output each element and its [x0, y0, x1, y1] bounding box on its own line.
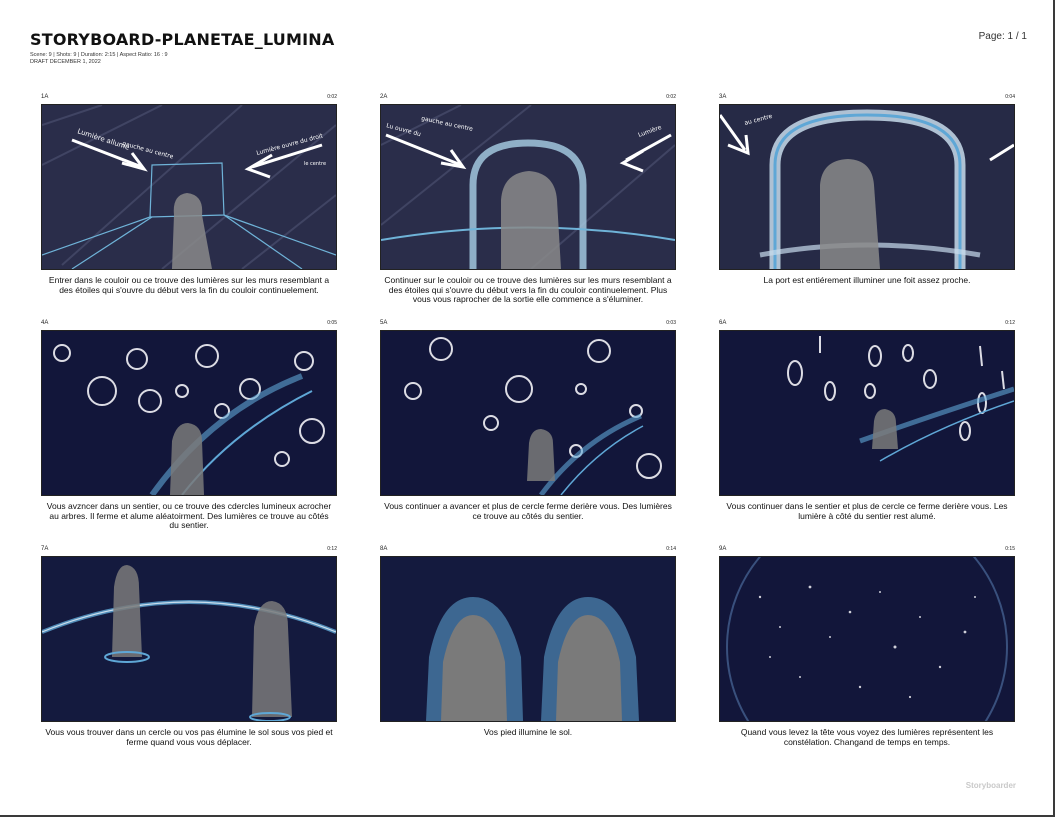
- panel-caption: La port est entiérement illuminer une fo…: [763, 275, 971, 285]
- panel-sketch: [380, 330, 676, 496]
- panel-duration: 0:14: [666, 546, 676, 552]
- panel-caption: Vous vous trouver dans un cercle ou vos …: [45, 727, 333, 747]
- panel-sketch: [719, 556, 1015, 722]
- panel-4a[interactable]: 4A 0:05 Vous avzncer dans un sentier, ou …: [41, 320, 337, 531]
- panel-duration: 0:02: [327, 94, 337, 100]
- panel-sketch: [380, 556, 676, 722]
- panel-sketch: [41, 556, 337, 722]
- panel-number: 5A: [380, 320, 388, 326]
- panel-duration: 0:04: [1005, 94, 1015, 100]
- panel-duration: 0:03: [666, 320, 676, 326]
- panel-number: 4A: [41, 320, 49, 326]
- panel-duration: 0:12: [327, 546, 337, 552]
- panel-duration: 0:15: [1005, 546, 1015, 552]
- panel-number: 3A: [719, 94, 727, 100]
- panel-caption: Vous continuer dans le sentier et plus d…: [726, 501, 1008, 521]
- panel-1a[interactable]: 1A 0:02 Lumière allume gauche au centre L…: [41, 94, 337, 295]
- panel-8a[interactable]: 8A 0:14 Vos pied illumine le sol.: [380, 546, 676, 738]
- meta-line-2: DRAFT DECEMBER 1, 2022: [30, 59, 101, 65]
- panel-sketch: Lu ouvre du gauche au centre Lumière: [380, 104, 676, 270]
- panel-sketch: au centre: [719, 104, 1015, 270]
- panel-duration: 0:12: [1005, 320, 1015, 326]
- panel-caption: Entrer dans le couloir ou ce trouve des …: [48, 275, 330, 295]
- panel-duration: 0:05: [327, 320, 337, 326]
- panel-number: 9A: [719, 546, 727, 552]
- panel-caption: Vous avzncer dans un sentier, ou ce trou…: [46, 501, 332, 530]
- panel-number: 6A: [719, 320, 727, 326]
- panel-caption: Continuer sur le couloir ou ce trouve de…: [384, 275, 672, 304]
- panel-number: 8A: [380, 546, 388, 552]
- panel-number: 2A: [380, 94, 388, 100]
- panel-duration: 0:02: [666, 94, 676, 100]
- panel-5a[interactable]: 5A 0:03 Vous continuer a avancer et plus …: [380, 320, 676, 521]
- panel-7a[interactable]: 7A 0:12 Vous vous trouver dans un cercle …: [41, 546, 337, 747]
- panel-number: 7A: [41, 546, 49, 552]
- panel-2a[interactable]: 2A 0:02 Lu ouvre du gauche au centre Lumi…: [380, 94, 676, 305]
- panel-sketch: [719, 330, 1015, 496]
- scene-meta: Scene: 9 | Shots: 9 | Duration: 2:15 | A…: [30, 52, 168, 66]
- brand-logo: Storyboarder: [965, 781, 1016, 790]
- panel-number: 1A: [41, 94, 49, 100]
- panel-caption: Vos pied illumine le sol.: [483, 727, 573, 737]
- panel-3a[interactable]: 3A 0:04 au centre La port est entiérement…: [719, 94, 1015, 286]
- page-number: Page: 1 / 1: [978, 31, 1027, 42]
- meta-line-1: Scene: 9 | Shots: 9 | Duration: 2:15 | A…: [30, 52, 168, 58]
- arrow-note: le centre: [304, 161, 326, 167]
- panel-sketch: Lumière allume gauche au centre Lumière …: [41, 104, 337, 270]
- page-title: STORYBOARD-PLANETAE_LUMINA: [30, 30, 335, 49]
- panel-sketch: [41, 330, 337, 496]
- panel-caption: Vous continuer a avancer et plus de cerc…: [384, 501, 672, 521]
- panel-caption: Quand vous levez la tête vous voyez des …: [740, 727, 994, 747]
- panel-9a[interactable]: 9A 0:15 Quand vous levez la tête vous voy…: [719, 546, 1015, 747]
- panel-6a[interactable]: 6A 0:12 Vous continuer dans le sentier et…: [719, 320, 1015, 521]
